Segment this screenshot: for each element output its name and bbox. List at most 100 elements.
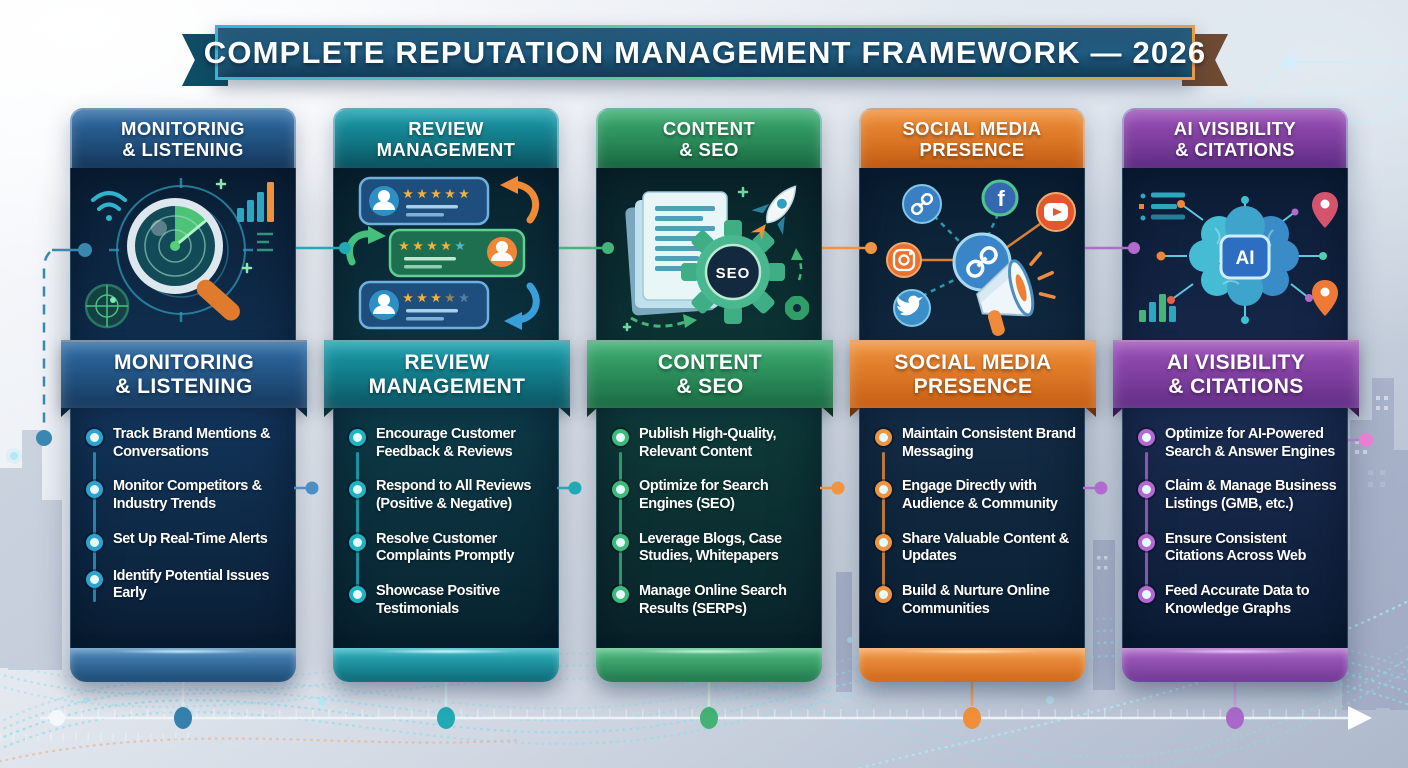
- list-item-text: Engage Directly with Audience & Communit…: [902, 478, 1058, 513]
- review-card-five-stars: [358, 176, 490, 226]
- pillar-icon-panel: AI: [1123, 168, 1349, 340]
- list-item: Monitor Competitors & Industry Trends: [71, 478, 297, 513]
- pillar-band: SOCIAL MEDIA PRESENCE: [850, 340, 1096, 417]
- seo-gear-icon: SEO: [681, 220, 785, 324]
- pillar-header-text: CONTENT & SEO: [662, 117, 756, 160]
- list-item-text: Identify Potential Issues Early: [113, 567, 269, 602]
- right-connector: [1348, 433, 1373, 447]
- list-item: Manage Online Search Results (SERPs): [597, 583, 823, 618]
- pillar-header: CONTENT & SEO: [596, 108, 822, 168]
- bullet-icon: [86, 533, 103, 551]
- pillar-band-text: AI VISIBILITY & CITATIONS: [1166, 351, 1306, 398]
- bullet-icon: [86, 481, 103, 499]
- pillar-icon-panel: SEO: [597, 168, 823, 340]
- list-item: Encourage Customer Feedback & Reviews: [334, 426, 560, 461]
- pillar-header-text: REVIEW MANAGEMENT: [376, 117, 516, 160]
- pillar-body: AI: [1113, 168, 1359, 648]
- bullet-icon: [875, 586, 892, 604]
- list-item-text: Encourage Customer Feedback & Reviews: [376, 426, 516, 460]
- bullet-icon: [349, 429, 366, 446]
- youtube-icon: [1036, 192, 1076, 232]
- dashed-up-arrow-icon: [791, 248, 803, 281]
- bullet-icon: [1138, 586, 1155, 604]
- radar-magnifier-analytics-icon: [84, 178, 274, 329]
- list-item: Optimize for AI-Powered Search & Answer …: [1123, 426, 1349, 461]
- pillar-footer-cap: [596, 648, 822, 682]
- bullet-icon: [612, 533, 629, 551]
- pillar-band: CONTENT & SEO: [587, 340, 833, 417]
- dashed-arrow-icon: [630, 314, 697, 328]
- pillar-header: REVIEW MANAGEMENT: [333, 108, 559, 168]
- list-item: Track Brand Mentions & Conversations: [71, 426, 297, 461]
- timeline-dot-social: [963, 707, 981, 729]
- pillar-list: Track Brand Mentions & Conversations Mon…: [71, 406, 297, 648]
- pillar-footer-cap: [859, 648, 1085, 682]
- pillar-header-text: AI VISIBILITY & CITATIONS: [1173, 117, 1297, 160]
- list-item-text: Manage Online Search Results (SERPs): [639, 583, 787, 617]
- pillar-list: Encourage Customer Feedback & Reviews Re…: [334, 406, 560, 648]
- list-item-text: Resolve Customer Complaints Promptly: [376, 530, 515, 565]
- pillar-footer-cap: [70, 648, 296, 682]
- bullet-icon: [612, 481, 629, 499]
- bullet-icon: [1138, 533, 1155, 551]
- bullet-rail: [93, 452, 96, 602]
- pillar-ai-visibility-citations: AI VISIBILITY & CITATIONS: [1113, 108, 1359, 682]
- ai-brain-chip-icon: AI: [1139, 192, 1338, 324]
- list-item: Maintain Consistent Brand Messaging: [860, 426, 1086, 461]
- reply-arrow-orange-icon: [500, 176, 539, 224]
- pillar-body: MONITORING & LISTENING Track Brand Menti…: [61, 168, 307, 648]
- network-lines: [921, 213, 1000, 298]
- list-item-text: Monitor Competitors & Industry Trends: [113, 478, 262, 513]
- bullet-icon: [349, 533, 366, 551]
- page-title: COMPLETE REPUTATION MANAGEMENT FRAMEWORK…: [203, 34, 1207, 70]
- documents-gear-rocket-icon: SEO: [622, 185, 809, 332]
- bar-chart-icon: [237, 182, 274, 222]
- network-lines-orange: [920, 222, 1041, 262]
- list-item-text: Ensure Consistent Citations Across Web: [1165, 530, 1307, 565]
- magnifier-handle: [196, 279, 240, 321]
- list-item: Set Up Real-Time Alerts: [71, 531, 297, 551]
- timeline-start-dot: [49, 710, 65, 726]
- list-item-text: Showcase Positive Testimonials: [376, 583, 500, 617]
- bullet-icon: [1138, 429, 1155, 446]
- pillar-footer-cap: [1122, 648, 1348, 682]
- city-skyline-left: [0, 430, 62, 670]
- reply-arrow-green-icon: [346, 226, 386, 266]
- magnifier-radar-icon: [127, 198, 240, 321]
- pillar-header-text: MONITORING & LISTENING: [121, 117, 245, 160]
- list-item: Respond to All Reviews (Positive & Negat…: [334, 478, 560, 513]
- location-pin-orange-icon: [1312, 280, 1338, 316]
- list-item-text: Respond to All Reviews (Positive & Negat…: [376, 478, 532, 513]
- pillar-band-text: MONITORING & LISTENING: [113, 351, 255, 398]
- pillar-body: SEO: [587, 168, 833, 648]
- seo-gear-label: SEO: [716, 265, 751, 282]
- facebook-glyph: f: [997, 186, 1005, 211]
- list-item: Optimize for Search Engines (SEO): [597, 478, 823, 513]
- pillar-social-media-presence: SOCIAL MEDIA PRESENCE: [850, 108, 1096, 682]
- list-item: Ensure Consistent Citations Across Web: [1123, 531, 1349, 566]
- pillar-band-text: SOCIAL MEDIA PRESENCE: [894, 351, 1052, 398]
- pillar-header: MONITORING & LISTENING: [70, 108, 296, 168]
- list-item-text: Track Brand Mentions & Conversations: [113, 426, 271, 460]
- pillar-review-management: REVIEW MANAGEMENT: [324, 108, 570, 682]
- list-item: Resolve Customer Complaints Promptly: [334, 531, 560, 566]
- pillar-band: AI VISIBILITY & CITATIONS: [1113, 340, 1359, 417]
- bullet-rail: [356, 452, 359, 602]
- social-network-megaphone-icon: f: [886, 179, 1076, 336]
- megaphone-icon: [976, 251, 1056, 336]
- bullet-icon: [349, 586, 366, 604]
- list-item: Showcase Positive Testimonials: [334, 583, 560, 618]
- bullet-icon: [875, 429, 892, 446]
- bullet-icon: [86, 429, 103, 446]
- facebook-icon: f: [981, 179, 1019, 217]
- pillar-list: Optimize for AI-Powered Search & Answer …: [1123, 406, 1349, 648]
- pillar-header-text: SOCIAL MEDIA PRESENCE: [902, 117, 1042, 160]
- bullet-icon: [875, 481, 892, 499]
- citation-list-icon: [1139, 192, 1185, 221]
- list-item: Publish High-Quality, Relevant Content: [597, 426, 823, 461]
- list-item-text: Leverage Blogs, Case Studies, Whitepaper…: [639, 530, 782, 565]
- list-item-text: Maintain Consistent Brand Messaging: [902, 426, 1076, 460]
- sparkle-icons: [215, 178, 253, 274]
- pillar-list: Maintain Consistent Brand Messaging Enga…: [860, 406, 1086, 648]
